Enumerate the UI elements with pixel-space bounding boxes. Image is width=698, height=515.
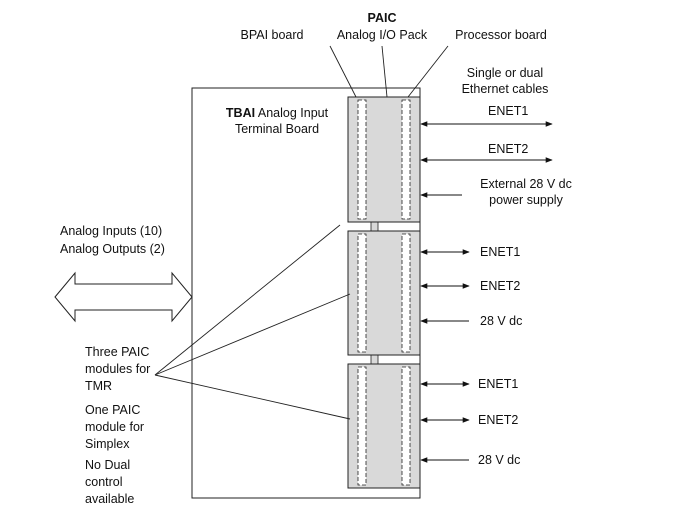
module-connector [370,221,379,232]
paic-module-2 [347,230,421,356]
tmr-pointer-line [154,293,351,376]
simplex-note-line2: module for [85,420,145,434]
tmr-note-line1: Three PAIC [85,345,150,359]
tmr-pointer-line [154,374,351,420]
paic-subtitle: Analog I/O Pack [336,28,428,42]
processor-board-strip [401,366,411,486]
tbai-label-line2: Terminal Board [234,122,320,136]
ethernet-cables-note-line2: Ethernet cables [461,82,549,96]
module1-enet2-label: ENET2 [488,142,529,156]
module3-enet2-label: ENET2 [478,413,519,427]
paic-module-1 [347,96,421,223]
nodual-note-line3: available [85,492,135,506]
processor-board-strip [401,233,411,353]
processor-board-strip [401,99,411,220]
tmr-pointer-line [154,224,341,376]
module2-enet2-label: ENET2 [480,279,521,293]
analog-io-double-arrow [54,271,193,323]
simplex-note-line1: One PAIC [85,403,141,417]
module1-power-label-line1: External 28 V dc [480,177,572,191]
module3-power-label: 28 V dc [478,453,521,467]
analog-outputs-label: Analog Outputs (2) [60,242,165,256]
tmr-note-line3: TMR [85,379,113,393]
module-connector [370,354,379,365]
paic-title: PAIC [367,11,397,25]
tmr-note-line2: modules for [85,362,151,376]
bpai-board-label: BPAI board [240,28,304,42]
nodual-note-line2: control [85,475,123,489]
bpai-board-strip [357,233,367,353]
module2-power-label: 28 V dc [480,314,523,328]
simplex-note-line3: Simplex [85,437,130,451]
processor-board-label: Processor board [455,28,547,42]
module1-enet1-label: ENET1 [488,104,529,118]
tbai-label-line1: TBAI Analog Input [212,106,342,121]
tbai-description: Analog Input [255,106,329,120]
nodual-note-line1: No Dual [85,458,131,472]
tbai-name: TBAI [225,106,256,120]
paic-leader-line [381,45,388,98]
module1-power-label-line2: power supply [489,193,563,207]
module3-enet1-label: ENET1 [478,377,519,391]
bpai-board-strip [357,366,367,486]
module2-enet1-label: ENET1 [480,245,521,259]
bpai-board-strip [357,99,367,220]
processor-leader-line [407,45,449,98]
bpai-leader-line [329,45,357,98]
analog-inputs-label: Analog Inputs (10) [60,224,163,238]
ethernet-cables-note-line1: Single or dual [466,66,544,80]
paic-module-3 [347,363,421,489]
